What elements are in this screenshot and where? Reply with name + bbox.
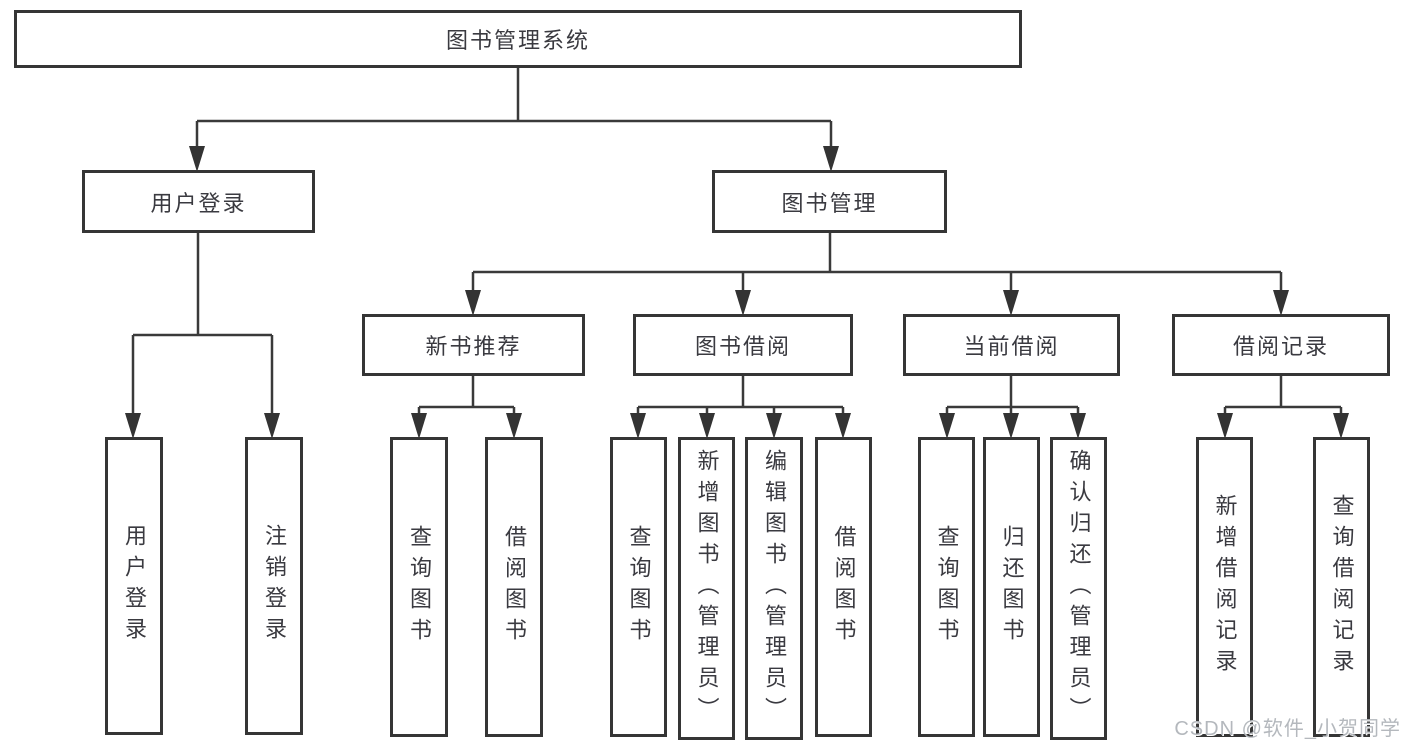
leaf-query-borrow-record-label: 查询借阅记录 (1329, 494, 1355, 680)
node-borrow-records: 借阅记录 (1172, 314, 1390, 376)
arrowheads (125, 146, 1349, 439)
arrow-down-icon (835, 413, 851, 439)
leaf-user-login-label: 用户登录 (122, 524, 147, 648)
leaf-query-books-recommend-label: 查询图书 (407, 525, 432, 649)
connector-root-to-level2 (195, 68, 833, 150)
leaf-confirm-return-admin-label: 确认归还（管理员） (1066, 449, 1092, 728)
leaf-add-book-admin-label: 新增图书（管理员） (694, 449, 720, 728)
node-current-borrow-label: 当前借阅 (963, 334, 1060, 359)
arrow-down-icon (939, 413, 955, 439)
arrow-down-icon (264, 413, 280, 439)
arrow-down-icon (125, 413, 141, 439)
leaf-borrow-books-borrow-label: 借阅图书 (831, 525, 857, 649)
arrow-down-icon (1003, 290, 1019, 316)
connector-records-to-leaves (1223, 376, 1343, 416)
arrow-down-icon (766, 413, 782, 439)
leaf-user-login: 用户登录 (105, 437, 163, 735)
node-user-login-label: 用户登录 (150, 190, 247, 216)
node-book-management-label: 图书管理 (781, 190, 878, 216)
leaf-add-book-admin: 新增图书（管理员） (678, 437, 735, 740)
leaf-add-borrow-record-label: 新增借阅记录 (1212, 494, 1238, 680)
connector-mgmt-to-level3 (471, 233, 1283, 292)
node-root-label: 图书管理系统 (445, 28, 590, 53)
arrow-down-icon (189, 146, 205, 172)
leaf-confirm-return-admin: 确认归还（管理员） (1050, 437, 1107, 740)
arrow-down-icon (506, 413, 522, 439)
leaf-borrow-books-recommend-label: 借阅图书 (502, 525, 527, 649)
leaf-query-books-borrow: 查询图书 (610, 437, 667, 737)
arrow-down-icon (823, 146, 839, 172)
node-book-borrow: 图书借阅 (633, 314, 853, 376)
connector-current-to-leaves (945, 376, 1080, 416)
leaf-borrow-books-recommend: 借阅图书 (485, 437, 543, 737)
arrow-down-icon (1273, 290, 1289, 316)
leaf-logout-label: 注销登录 (262, 524, 287, 648)
node-root: 图书管理系统 (14, 10, 1022, 68)
arrow-down-icon (699, 413, 715, 439)
leaf-borrow-books-borrow: 借阅图书 (815, 437, 872, 737)
connector-borrow-to-leaves (636, 376, 845, 416)
leaf-query-books-current: 查询图书 (918, 437, 975, 737)
arrow-down-icon (1333, 413, 1349, 439)
connector-login-to-leaves (131, 233, 274, 414)
connector-lines (131, 68, 1343, 416)
csdn-watermark: CSDN @软件_小贺同学 (1174, 718, 1401, 740)
leaf-edit-book-admin-label: 编辑图书（管理员） (762, 449, 787, 728)
node-current-borrow: 当前借阅 (903, 314, 1120, 376)
leaf-logout: 注销登录 (245, 437, 303, 735)
leaf-query-books-recommend: 查询图书 (390, 437, 448, 737)
arrow-down-icon (411, 413, 427, 439)
arrow-down-icon (1217, 413, 1233, 439)
leaf-return-book: 归还图书 (983, 437, 1040, 737)
arrow-down-icon (1003, 413, 1019, 439)
connector-recommend-to-leaves (417, 376, 516, 416)
arrow-down-icon (1070, 413, 1086, 439)
arrow-down-icon (630, 413, 646, 439)
leaf-return-book-label: 归还图书 (999, 525, 1025, 649)
leaf-query-books-current-label: 查询图书 (934, 525, 960, 649)
leaf-query-borrow-record: 查询借阅记录 (1313, 437, 1370, 737)
arrow-down-icon (465, 290, 481, 316)
node-new-book-recommend-label: 新书推荐 (425, 334, 522, 359)
node-book-borrow-label: 图书借阅 (694, 334, 791, 359)
leaf-query-books-borrow-label: 查询图书 (626, 525, 652, 649)
node-new-book-recommend: 新书推荐 (362, 314, 585, 376)
node-user-login: 用户登录 (82, 170, 315, 233)
leaf-add-borrow-record: 新增借阅记录 (1196, 437, 1253, 737)
node-book-management: 图书管理 (712, 170, 947, 233)
arrow-down-icon (735, 290, 751, 316)
leaf-edit-book-admin: 编辑图书（管理员） (745, 437, 803, 740)
node-borrow-records-label: 借阅记录 (1232, 334, 1329, 359)
